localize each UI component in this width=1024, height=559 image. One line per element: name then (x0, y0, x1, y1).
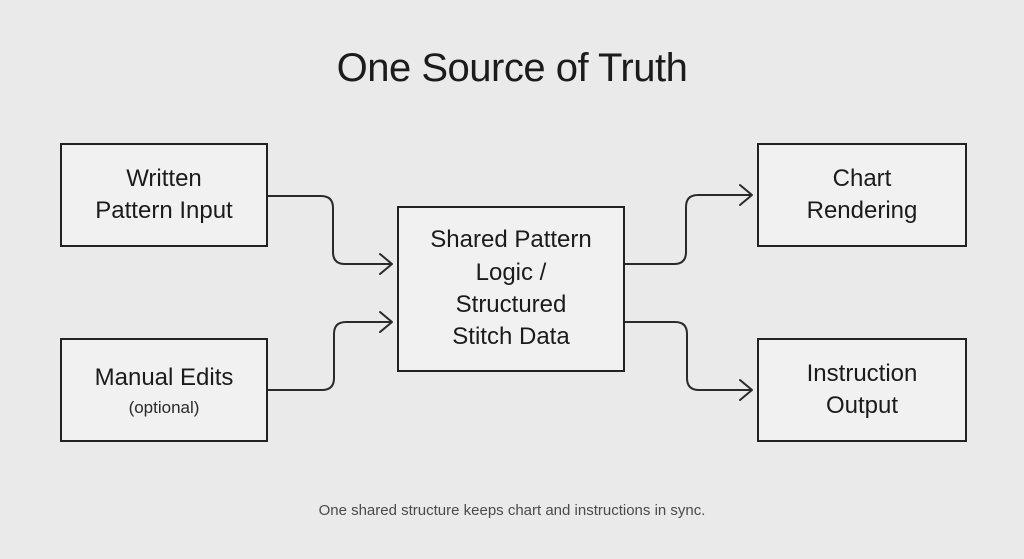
node-label: Instruction Output (806, 359, 918, 419)
connector-shared-to-instruction (624, 321, 752, 391)
node-label: Chart Rendering (806, 164, 918, 224)
node-instruction-output: Instruction Output (757, 338, 967, 442)
connector-shared-to-chart (624, 194, 752, 265)
node-chart-rendering: Chart Rendering (757, 143, 967, 247)
diagram-caption: One shared structure keeps chart and ins… (318, 502, 706, 519)
arrowhead-icon (739, 184, 753, 206)
connector-manual-to-shared (267, 321, 392, 391)
arrowhead-icon (379, 311, 393, 333)
diagram-title: One Source of Truth (336, 46, 688, 90)
arrowhead-icon (739, 379, 753, 401)
connector-written-to-shared (267, 195, 392, 265)
node-label: Manual Edits (94, 364, 234, 392)
node-label: Shared Pattern Logic / Structured Stitch… (430, 226, 592, 351)
node-written-pattern-input: Written Pattern Input (60, 143, 268, 247)
node-sublabel: (optional) (128, 397, 200, 417)
node-label: Written Pattern Input (95, 164, 233, 224)
node-manual-edits: Manual Edits (optional) (60, 338, 268, 442)
node-shared-pattern-logic: Shared Pattern Logic / Structured Stitch… (397, 206, 625, 372)
arrowhead-icon (379, 253, 393, 275)
